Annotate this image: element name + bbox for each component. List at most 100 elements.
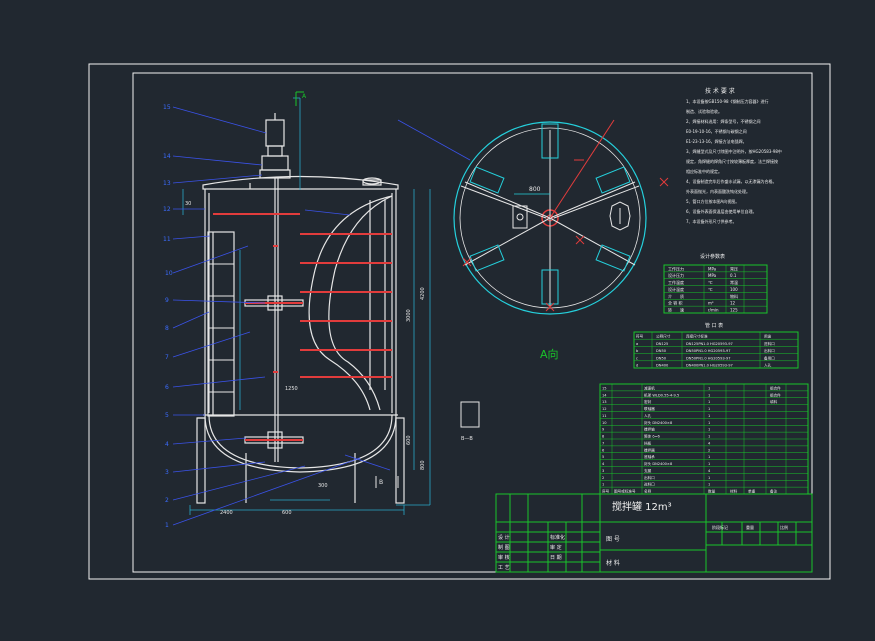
dim-inner: 1250 [285,386,298,392]
design-param-unit: MPa [708,273,717,278]
parts-cell: 组合件 [770,385,781,390]
parts-cell: 1 [708,483,710,487]
tech-line: 1、本设备按GB150-98《钢制压力容器》进行 [686,98,769,104]
title-block-label: 标准化 [550,534,565,541]
parts-cell: 4 [602,462,605,466]
design-param-name: 设计温度 [668,286,684,292]
title-block-label: 重量 [746,524,754,530]
inner-frame [132,72,813,573]
parts-cell: 15 [602,386,607,390]
section-marker-a [295,91,304,106]
parts-cell: 1 [708,414,710,418]
design-param-value: 100 [730,287,738,292]
design-param-value: 常温 [730,279,738,285]
callout: 3 [165,469,169,476]
leg-right [395,417,405,504]
parts-header: 材料 [730,489,738,494]
nozzle-cell: d [636,364,638,368]
tech-requirements: 技 术 要 求 1、本设备按GB150-98《钢制压力容器》进行制造、试验和验收… [686,87,782,224]
title-block-label: 设 计 [498,534,510,541]
spiral-coil [308,195,393,411]
parts-cell: 支腿 [644,468,652,473]
parts-cell: 4 [708,441,711,445]
callout: 9 [165,297,169,304]
design-param-value: 12 [730,301,736,306]
dim-bottom-right: 300 [318,483,328,489]
design-param-name: 工作压力 [668,265,684,271]
design-param-value: 常压 [730,265,738,271]
tech-line: 2、焊接材料选用：焊条型号，不锈钢之间 [686,118,761,124]
plan-caption: A向 [540,347,559,361]
parts-header: 序号 [602,489,610,494]
tech-line: 外表面抛光，内表面酸洗钝化处理。 [686,188,750,194]
nozzle-header: 用途 [764,334,772,339]
nozzle-cell: DN50PN1.0 HG20593-97 [686,349,731,353]
parts-cell: 12 [602,407,607,411]
design-param-name: 介 质 [668,293,684,299]
nozzle-cell: DN400 [656,364,669,368]
dimension-lines [182,97,431,515]
title-block-label: 日 期 [550,555,562,561]
design-param-unit: r/min [708,308,719,313]
nozzle-cell: DN400PN1.0 HG20593-97 [686,364,733,368]
tech-line: 7、本设备外形尺寸供参考。 [686,218,737,224]
parts-cell: 挡板 [644,440,652,445]
callout: 15 [163,104,171,111]
parts-cell: 底轴承 [644,454,655,459]
nozzle-cell: 进料口 [764,341,775,346]
parts-header: 名称 [644,489,652,494]
leader-lines [172,106,471,526]
parts-cell: 2 [708,448,710,452]
parts-cell: 密封 [644,399,652,404]
design-table-title: 设计参数表 [700,253,725,260]
parts-cell: 1 [708,393,710,397]
nozzle-cell: 出料口 [764,348,775,353]
parts-cell: 减速机 [644,385,655,390]
parts-cell: 1 [708,407,710,411]
callout: 5 [165,412,169,419]
parts-header: 单重 [748,489,756,494]
nozzle-cell: DN50 [656,356,667,360]
parts-cell: 4 [708,469,711,473]
callout: 7 [165,354,169,361]
callout: 13 [163,180,171,187]
front-view: 15 14 13 12 11 10 9 8 7 6 5 4 3 2 1 A B [163,91,471,529]
nozzle-header: 符号 [636,334,644,339]
parts-cell: 1 [602,483,604,487]
parts-cell: 封头 DN2400×8 [644,420,673,425]
callout-numbers: 15 14 13 12 11 10 9 8 7 6 5 4 3 2 1 [163,104,173,529]
dim-v-leg: 800 [420,460,426,470]
parts-cell: 9 [602,428,605,432]
baffle-left [207,231,235,417]
parts-cell: 10 [602,421,607,425]
callout: 10 [165,270,173,277]
dim-bottom-mid: 600 [282,510,292,516]
title-block-label: 制 图 [498,544,510,551]
bottom-head [204,414,397,473]
design-param-value: 0.1 [730,273,737,278]
parts-cell: 14 [602,393,607,397]
section-bb-detail [460,401,480,428]
parts-cell: 1 [708,428,710,432]
nozzle-cell: DN50 [656,349,667,353]
callout: 6 [165,384,169,391]
drawing-name: 搅拌罐 12m³ [612,500,672,513]
nozzle-cell: 人孔 [764,363,772,368]
dim-v-total: 4200 [420,287,426,300]
tech-title: 技 术 要 求 [705,87,735,95]
tech-line: 制造、试验和验收。 [686,108,722,114]
parts-cell: 2 [602,476,604,480]
title-block-label: 阶段标记 [712,524,728,530]
section-cut-label: B [379,479,383,486]
parts-cell: 进料口 [644,482,655,487]
tech-line: 5、管口方位按本图A向视图。 [686,198,739,204]
design-param-unit: ℃ [708,287,713,292]
parts-cell: 1 [708,386,710,390]
title-block-label: 比例 [780,524,788,530]
tech-line: E1-23-13-16，焊接方法电弧焊。 [686,138,747,144]
design-param-name: 工作温度 [668,279,684,285]
